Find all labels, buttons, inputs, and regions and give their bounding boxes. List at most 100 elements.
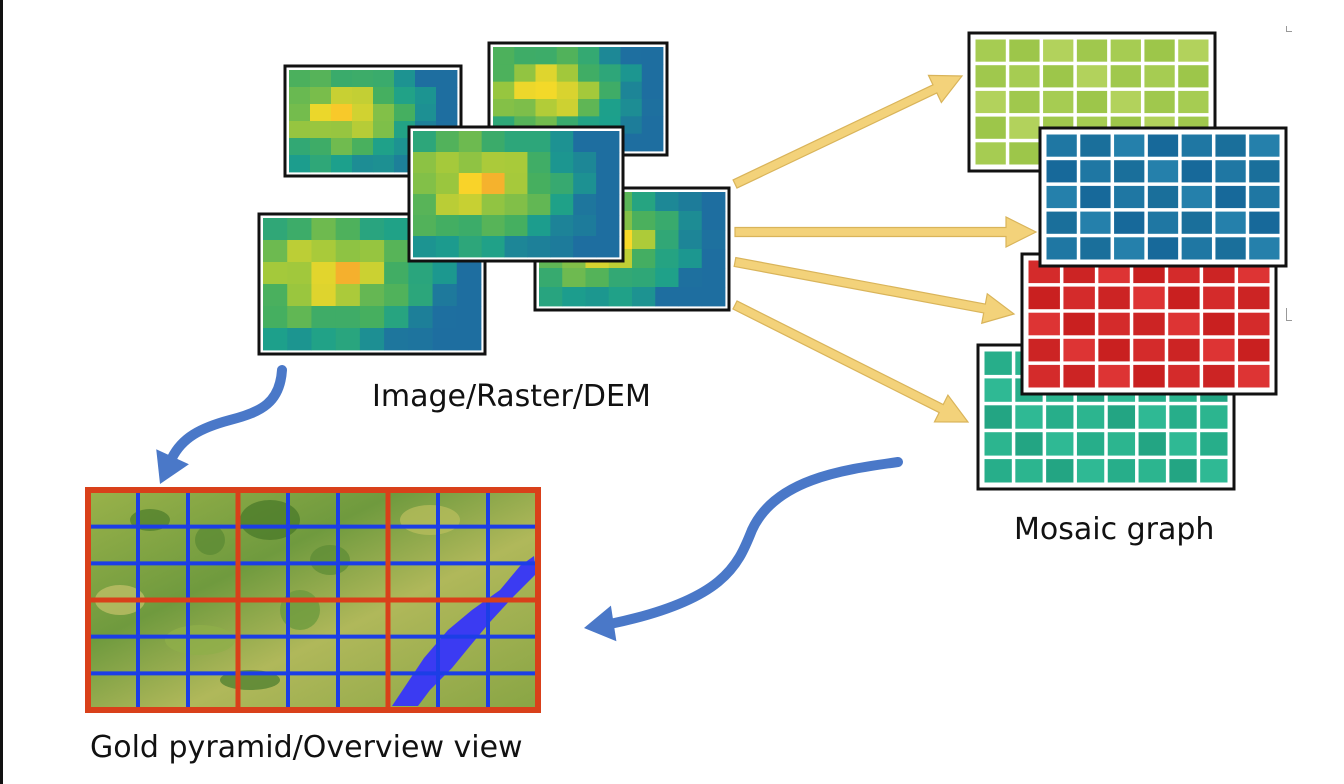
raster-cell — [263, 284, 288, 307]
raster-cell — [335, 306, 361, 329]
raster-cell — [632, 249, 656, 269]
raster-cell — [311, 306, 337, 329]
raster-cell — [573, 236, 597, 258]
mosaic-cell — [1181, 160, 1212, 183]
raster-tile — [257, 212, 487, 356]
raster-cell — [310, 70, 332, 88]
raster-cell — [359, 328, 385, 351]
raster-cell — [550, 173, 574, 195]
mosaic-cell — [1144, 65, 1175, 88]
mosaic-cell — [1203, 338, 1235, 362]
raster-cell — [287, 284, 312, 307]
mosaic-cell — [1147, 237, 1179, 260]
river-shape — [392, 556, 536, 706]
raster-cell — [352, 138, 374, 156]
mosaic-cell — [1215, 134, 1246, 157]
mosaic-cell — [1076, 39, 1108, 62]
mosaic-cell — [1046, 459, 1074, 483]
raster-cell — [655, 192, 679, 212]
mosaic-cell — [1238, 286, 1270, 310]
mosaic-cell — [1063, 312, 1095, 336]
raster-cell — [352, 121, 374, 139]
mosaic-cell — [1015, 432, 1043, 456]
mosaic-cell — [1249, 237, 1280, 260]
gold-arrow — [732, 300, 970, 423]
mosaic-cell — [1114, 134, 1145, 157]
raster-cell — [373, 121, 395, 139]
raster-cell — [535, 99, 558, 117]
mosaic-cell — [1138, 432, 1166, 456]
raster-cell — [655, 230, 679, 250]
raster-cell — [331, 87, 353, 105]
raster-cell — [408, 306, 433, 329]
raster-cell — [384, 306, 409, 329]
blue-arrow-curve — [167, 365, 287, 463]
terrain-patch — [240, 500, 300, 540]
mosaic-cell — [1178, 65, 1209, 88]
mosaic-cell — [975, 65, 1006, 88]
mosaic-cell — [975, 116, 1006, 139]
raster-cell — [573, 215, 597, 237]
raster-cell — [481, 236, 505, 258]
raster-cell — [514, 47, 536, 65]
mosaic-cell — [1046, 160, 1077, 183]
corner-mark — [1286, 26, 1292, 32]
raster-cell — [415, 87, 437, 105]
raster-cell — [556, 64, 579, 83]
raster-cell — [335, 284, 361, 307]
raster-cell — [415, 70, 437, 88]
mosaic-cell — [1107, 405, 1136, 429]
raster-cell — [359, 284, 385, 307]
raster-cell — [435, 194, 460, 216]
mosaic-cell — [1043, 90, 1074, 114]
mosaic-cell — [1168, 286, 1200, 310]
mosaic-cell — [984, 459, 1012, 483]
mosaic-cell — [1046, 134, 1077, 157]
terrain-patch — [165, 625, 235, 655]
raster-caption: Image/Raster/DEM — [372, 379, 651, 414]
raster-cell — [527, 194, 551, 216]
raster-cell — [373, 138, 395, 156]
raster-cell — [456, 328, 482, 351]
raster-cell — [458, 152, 483, 174]
raster-cell — [632, 192, 656, 212]
raster-cell — [310, 155, 332, 173]
raster-cell — [287, 218, 312, 241]
blue-curved-arrow — [584, 457, 903, 642]
raster-cell — [504, 152, 528, 174]
mosaic-tile-blue — [1038, 126, 1288, 268]
raster-cell — [310, 87, 332, 105]
raster-cell — [535, 47, 558, 65]
raster-cell — [373, 70, 395, 88]
raster-cell — [373, 87, 395, 105]
raster-cell — [335, 218, 361, 241]
raster-cell — [514, 64, 536, 83]
blue-curved-arrow — [156, 365, 287, 484]
mosaic-cell — [1098, 286, 1130, 310]
mosaic-cell — [1133, 364, 1165, 388]
raster-cell — [394, 104, 416, 122]
raster-cell — [435, 215, 460, 237]
mosaic-cell — [1043, 39, 1074, 62]
raster-cell — [432, 306, 458, 329]
raster-cell — [331, 104, 353, 122]
raster-cell — [384, 240, 409, 263]
mosaic-cell — [1168, 364, 1200, 388]
raster-cell — [641, 116, 664, 135]
raster-cell — [359, 262, 385, 285]
gold-arrow — [732, 74, 964, 189]
raster-cell — [632, 230, 656, 250]
raster-cell — [331, 121, 353, 139]
mosaic-cell — [1144, 90, 1175, 114]
raster-cell — [701, 192, 726, 212]
mosaic-cell — [1046, 237, 1077, 260]
raster-cell — [550, 131, 574, 153]
mosaic-cell — [1147, 160, 1179, 183]
mosaic-cell — [1028, 364, 1060, 388]
raster-cell — [287, 306, 312, 329]
raster-cell — [599, 81, 621, 100]
raster-cell — [311, 218, 337, 241]
raster-cell — [263, 262, 288, 285]
raster-cell — [620, 133, 643, 152]
raster-cell — [481, 194, 505, 216]
